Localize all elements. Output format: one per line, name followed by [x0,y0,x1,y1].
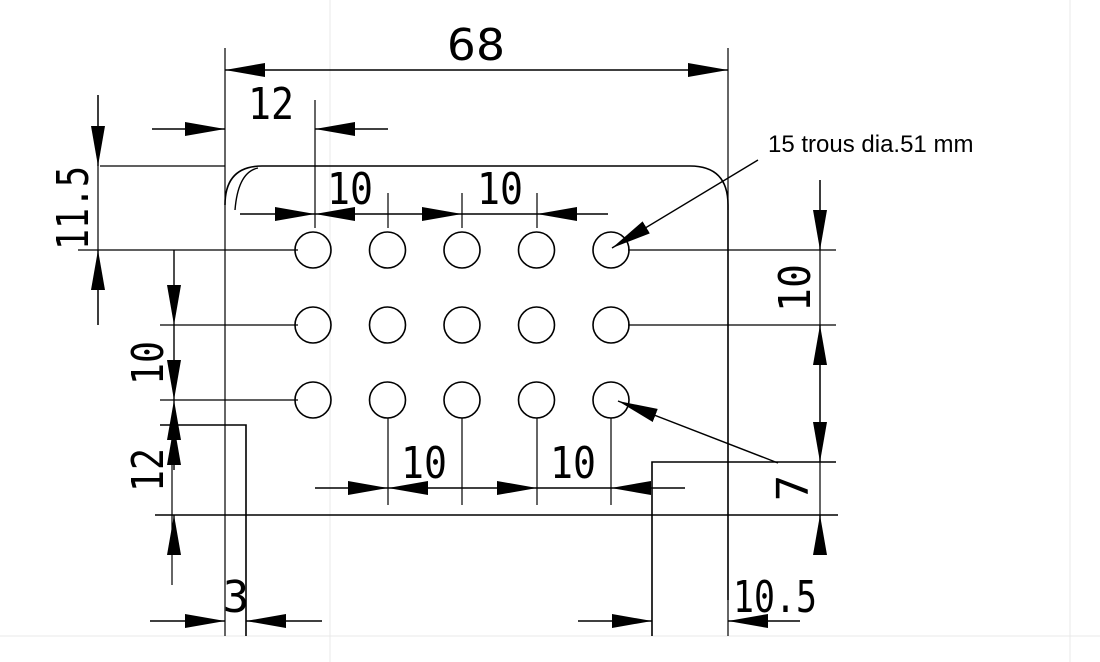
dim-bottom-offset-left: 12 [123,448,174,492]
dim-pitch-top-2: 10 [477,164,523,215]
hole [443,306,481,344]
leader-lines [611,159,779,464]
hole [592,231,630,269]
hole [294,231,332,269]
part-inner-fillet [234,167,259,211]
hole [368,381,407,419]
left-notch [160,424,247,636]
dim-notch-height: 7 [768,475,819,502]
hole [517,231,556,269]
dim-overall-width: 68 [447,20,505,71]
hole [368,306,407,344]
hole [592,306,630,344]
hole [443,231,481,269]
dim-row-pitch-right: 10 [770,264,821,312]
dimension-lines [91,63,827,628]
dim-pitch-bottom-2: 10 [550,438,596,489]
dim-pitch-bottom-1: 10 [401,438,447,489]
dim-pitch-top-1: 10 [327,164,373,215]
hole [517,381,556,419]
dim-right-notch-width: 10.5 [733,572,817,623]
dim-row-pitch-left: 10 [123,341,174,385]
hole-grid [294,231,630,419]
leader-holes-top [611,159,759,249]
holes-note: 15 trous dia.51 mm [768,131,973,158]
part-outline [224,165,729,600]
dim-top-offset: 11.5 [48,166,99,250]
dim-left-offset: 12 [248,79,294,130]
hole [517,306,556,344]
hole [443,381,481,419]
dim-left-notch-width: 3 [223,572,250,623]
leader-holes-bottom [617,400,779,464]
hole [368,231,407,269]
hole [294,381,332,419]
hole [294,306,332,344]
hole [592,381,630,419]
